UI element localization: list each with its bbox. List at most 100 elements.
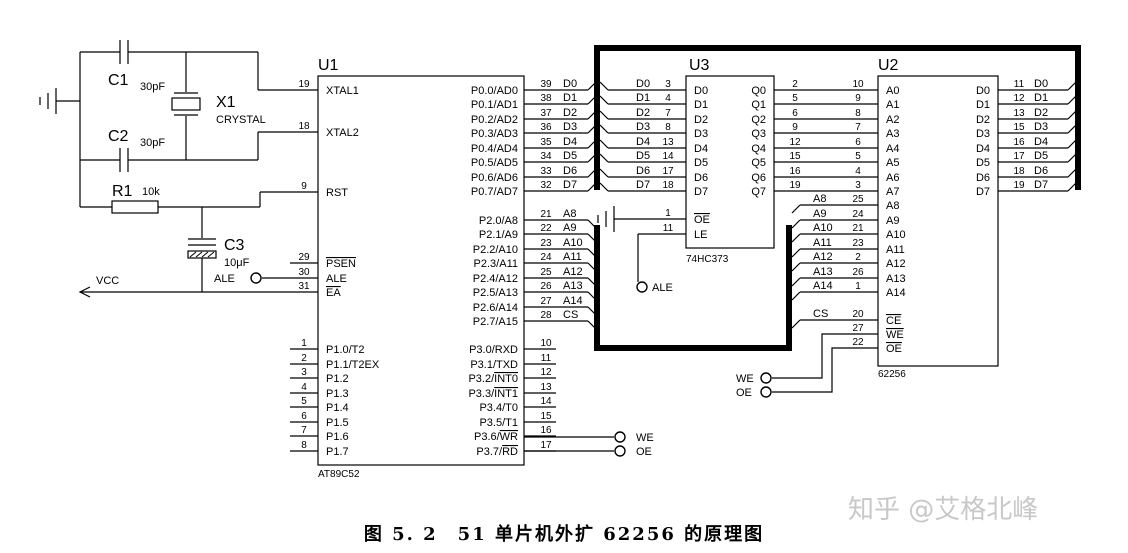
u1-pin-number: 24	[540, 252, 552, 263]
bus-entry	[587, 182, 597, 192]
u1-pin-number: 8	[301, 440, 307, 451]
u3-pin-name: D0	[694, 85, 708, 97]
u2-control-wiring	[524, 333, 878, 457]
net-label: D4	[636, 136, 650, 148]
bus-entry	[587, 306, 597, 316]
net-label: D5	[563, 150, 577, 162]
u1-pin-name: P3.5/T1	[479, 417, 518, 429]
u1-pin-name: P0.6/AD6	[471, 172, 518, 184]
u2-pin-name: D0	[976, 85, 990, 97]
u3-pin-name: Q3	[751, 128, 766, 140]
u1-pin-number: 5	[301, 396, 307, 407]
u2-pin-number: 5	[855, 151, 861, 162]
bus-entry	[599, 182, 609, 192]
u2-pin-name: A9	[886, 215, 899, 227]
u1-pin-name: XTAL2	[326, 127, 359, 139]
u2-pin-name: A2	[886, 114, 899, 126]
u1-pin-number: 26	[540, 281, 552, 292]
bus-entry	[587, 248, 597, 258]
c2-ref: C2	[108, 128, 129, 145]
u3-pin-number: 6	[792, 108, 798, 119]
u1-pin-number: 19	[298, 79, 310, 90]
u1-pin-name: P3.4/T0	[479, 402, 518, 414]
net-label: D7	[563, 179, 577, 191]
u3-pin-number: 13	[662, 137, 674, 148]
u1-pin-name: P3.3/INT1	[468, 388, 518, 400]
u1-pin-number: 39	[540, 79, 552, 90]
u1-pin-name: P2.7/A15	[473, 316, 518, 328]
u3-pin-name: D6	[694, 172, 708, 184]
u1-pin-name: P0.7/AD7	[471, 186, 518, 198]
u2-pin-number: 22	[852, 337, 864, 348]
bus-entry	[1067, 95, 1077, 105]
bus-entry	[587, 320, 597, 330]
u2-pin-name: A5	[886, 157, 899, 169]
net-label: A10	[563, 237, 583, 249]
u1-pin-number: 37	[540, 108, 552, 119]
net-label: D6	[563, 165, 577, 177]
r1-ref: R1	[112, 183, 133, 200]
u1-pin-number: 36	[540, 122, 552, 133]
x1-value: CRYSTAL	[216, 114, 266, 126]
u3-ref: U3	[689, 57, 710, 74]
u3-pin-number: 3	[665, 79, 671, 90]
net-label: A11	[563, 251, 582, 263]
u1-pin-name: P0.4/AD4	[471, 143, 518, 155]
u2-pin-number: 25	[852, 194, 864, 205]
u1-pin-name: P2.4/A12	[473, 273, 518, 285]
u3-pin-number: 18	[662, 180, 674, 191]
net-label: D7	[1034, 179, 1048, 191]
u1-pin-name: P0.1/AD1	[471, 99, 518, 111]
u3-pin-number: 2	[792, 79, 798, 90]
bus-entry	[587, 277, 597, 287]
net-label: D4	[563, 136, 577, 148]
bus-entry	[587, 219, 597, 229]
bus-entry	[587, 110, 597, 120]
u2-pin-name: A7	[886, 186, 899, 198]
u1-pin-name: P3.0/RXD	[469, 344, 518, 356]
u2-pin-number: 27	[852, 323, 864, 334]
bus-entry	[791, 248, 801, 258]
u2-pin-number: 26	[852, 267, 864, 278]
bus-entry	[1067, 81, 1077, 91]
u1-pin-name: P2.2/A10	[473, 244, 518, 256]
u2-body	[877, 75, 999, 367]
u2-pin-number: 11	[1014, 79, 1025, 90]
c1-ref: C1	[108, 72, 129, 89]
u1-pin-number: 32	[540, 180, 552, 191]
u2-pin-number: 18	[1013, 166, 1025, 177]
u3-pin-name: Q0	[751, 85, 766, 97]
u2-pin-name: A8	[886, 200, 899, 212]
net-label: CS	[813, 308, 828, 320]
u2-pin-name: A6	[886, 172, 899, 184]
we-u1-label: WE	[636, 432, 654, 444]
u1-pin-name: P1.1/T2EX	[326, 359, 380, 371]
u3-pin-name: D2	[694, 114, 708, 126]
u1-pin-number: 17	[540, 440, 552, 451]
u1-pin-number: 7	[301, 425, 307, 436]
net-label: A14	[563, 295, 583, 307]
u3-control-wiring	[597, 206, 686, 293]
u2-pin-number: 3	[855, 180, 861, 191]
net-label: A12	[563, 266, 583, 278]
u2-pin-name: A14	[886, 287, 906, 299]
u3-pin-number: 4	[665, 93, 671, 104]
u1-left-pins: 19XTAL118XTAL29RST29PSEN30ALE31EA1P1.0/T…	[290, 79, 380, 458]
u2-ref: U2	[878, 57, 899, 74]
u1-pin-number: 2	[301, 353, 307, 364]
bus-entry	[791, 219, 801, 229]
bus-entry	[587, 291, 597, 301]
address-bus	[594, 225, 792, 351]
u1-pin-number: 18	[298, 121, 310, 132]
u2-pin-number: 12	[1013, 93, 1025, 104]
u2-pin-number: 10	[852, 79, 864, 90]
u3-pin-number: 14	[662, 151, 674, 162]
u1-pin-name: P2.5/A13	[473, 287, 518, 299]
u2-pin-number: 9	[855, 93, 861, 104]
u3-pin-number: 5	[792, 93, 798, 104]
u2-pin-name: OE	[886, 343, 902, 355]
u1-pin-number: 27	[540, 296, 552, 307]
u1-pin-number: 28	[540, 310, 552, 321]
u1-pin-name: XTAL1	[326, 85, 359, 97]
